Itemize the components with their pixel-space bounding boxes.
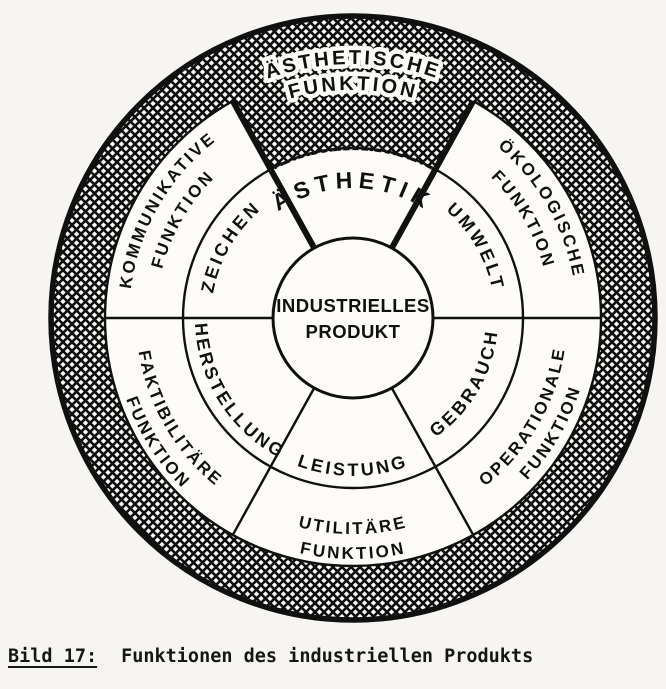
center-label-line1: INDUSTRIELLES <box>276 295 429 316</box>
center-circle <box>271 236 435 400</box>
center-label-line2: PRODUKT <box>306 321 401 342</box>
aesthetik-wedge-lines <box>230 99 476 250</box>
figure-caption: Bild 17: Funktionen des industriellen Pro… <box>8 646 533 667</box>
divider-lower-right <box>390 387 475 536</box>
aesthetische-hatched-sector <box>230 65 476 172</box>
figure-caption-text: Funktionen des industriellen Produkts <box>121 646 534 667</box>
wedge-line-left <box>230 99 317 250</box>
divider-lower-left <box>231 387 316 536</box>
sector-dividers <box>105 316 601 536</box>
wedge-line-right <box>389 99 476 250</box>
figure-caption-label: Bild 17: <box>8 646 98 667</box>
